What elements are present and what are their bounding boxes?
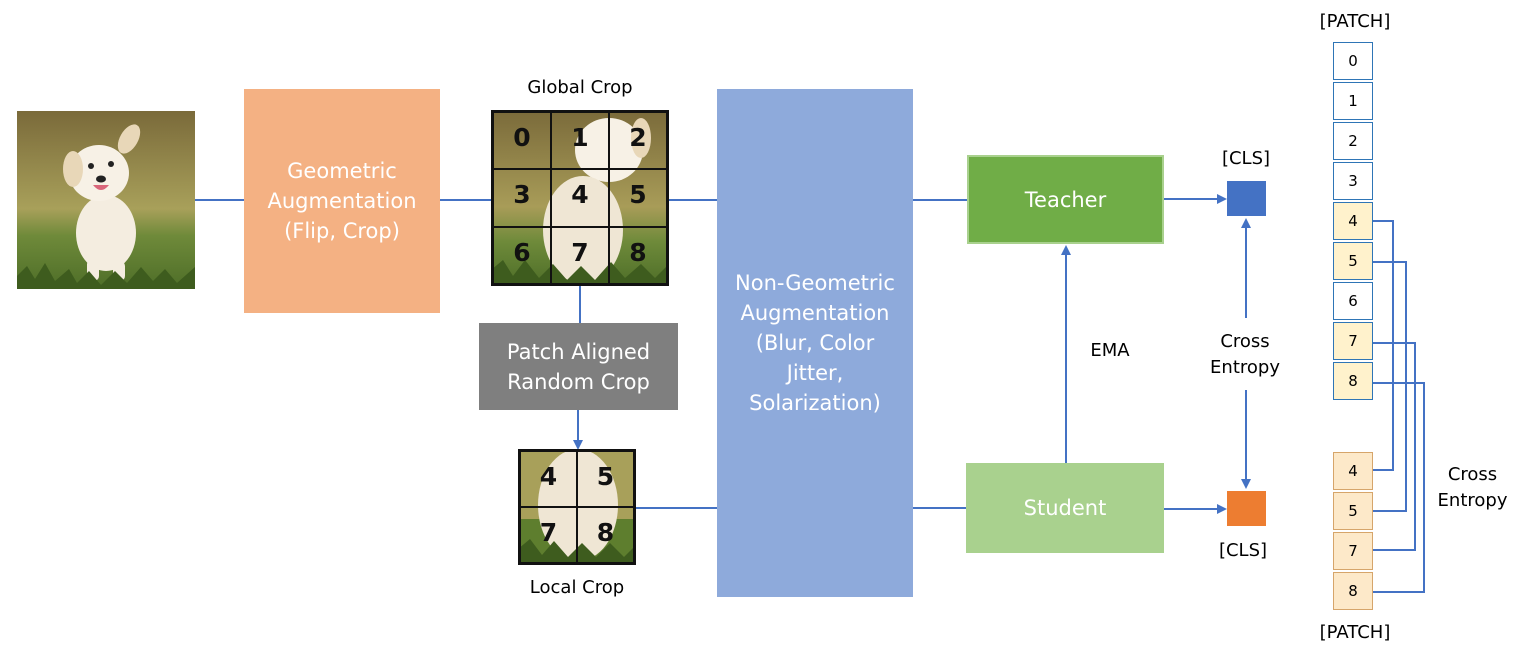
local-crop-title: Local Crop bbox=[529, 577, 625, 598]
teacher-box: Teacher bbox=[967, 155, 1164, 244]
cls-token-student bbox=[1227, 491, 1266, 526]
global-patch-cell: 5 bbox=[609, 169, 667, 227]
patch-token: 1 bbox=[1333, 82, 1373, 120]
patch-token: 7 bbox=[1333, 532, 1373, 570]
patch-token: 6 bbox=[1333, 282, 1373, 320]
student-box: Student bbox=[966, 463, 1164, 553]
patch-token: 0 bbox=[1333, 42, 1373, 80]
geometric-augmentation-box: Geometric Augmentation (Flip, Crop) bbox=[244, 89, 440, 313]
patch-token-highlighted: 5 bbox=[1333, 242, 1373, 280]
edge-patch-8 bbox=[1373, 382, 1425, 593]
patch-token-highlighted: 8 bbox=[1333, 362, 1373, 400]
patch-token-highlighted: 4 bbox=[1333, 202, 1373, 240]
puppy-image bbox=[17, 111, 195, 289]
patch-token: 2 bbox=[1333, 122, 1373, 160]
global-patch-cell: 0 bbox=[493, 112, 551, 170]
ema-label: EMA bbox=[1090, 340, 1130, 361]
patch-token: 3 bbox=[1333, 162, 1373, 200]
global-patch-cell: 6 bbox=[493, 226, 551, 284]
edge-patch-7 bbox=[1373, 342, 1416, 551]
patch-bottom-header: [PATCH] bbox=[1319, 622, 1391, 643]
cls-cross-entropy-label: Cross Entropy bbox=[1210, 331, 1280, 378]
cls-top-label: [CLS] bbox=[1221, 148, 1271, 169]
patch-token: 8 bbox=[1333, 572, 1373, 610]
local-patch-cell: 7 bbox=[520, 507, 577, 563]
global-crop-grid: 0 1 2 3 4 5 6 7 8 bbox=[491, 110, 669, 286]
input-image bbox=[17, 111, 195, 289]
patch-token: 4 bbox=[1333, 452, 1373, 490]
global-patch-cell: 2 bbox=[609, 112, 667, 170]
local-patch-cell: 4 bbox=[520, 451, 577, 507]
patch-top-header: [PATCH] bbox=[1319, 11, 1391, 32]
local-patch-cell: 5 bbox=[577, 451, 634, 507]
local-patch-cell: 8 bbox=[577, 507, 634, 563]
local-crop-image: 4 5 7 8 bbox=[518, 449, 636, 565]
patch-token-highlighted: 7 bbox=[1333, 322, 1373, 360]
global-patch-cell: 4 bbox=[551, 169, 609, 227]
patch-aligned-crop-box: Patch Aligned Random Crop bbox=[479, 323, 678, 410]
patch-cross-entropy-label: Cross Entropy bbox=[1437, 464, 1508, 511]
local-crop-grid: 4 5 7 8 bbox=[518, 449, 636, 565]
edge-patch-5 bbox=[1373, 261, 1407, 512]
cls-bottom-label: [CLS] bbox=[1218, 540, 1268, 561]
global-patch-cell: 3 bbox=[493, 169, 551, 227]
global-patch-cell: 1 bbox=[551, 112, 609, 170]
edge-patch-4 bbox=[1373, 220, 1394, 471]
global-patch-cell: 8 bbox=[609, 226, 667, 284]
global-crop-title: Global Crop bbox=[527, 77, 633, 98]
global-patch-cell: 7 bbox=[551, 226, 609, 284]
global-crop-image: 0 1 2 3 4 5 6 7 8 bbox=[491, 110, 669, 286]
non-geometric-augmentation-box: Non-Geometric Augmentation (Blur, Color … bbox=[717, 89, 913, 597]
cls-token-teacher bbox=[1227, 181, 1266, 216]
patch-token: 5 bbox=[1333, 492, 1373, 530]
